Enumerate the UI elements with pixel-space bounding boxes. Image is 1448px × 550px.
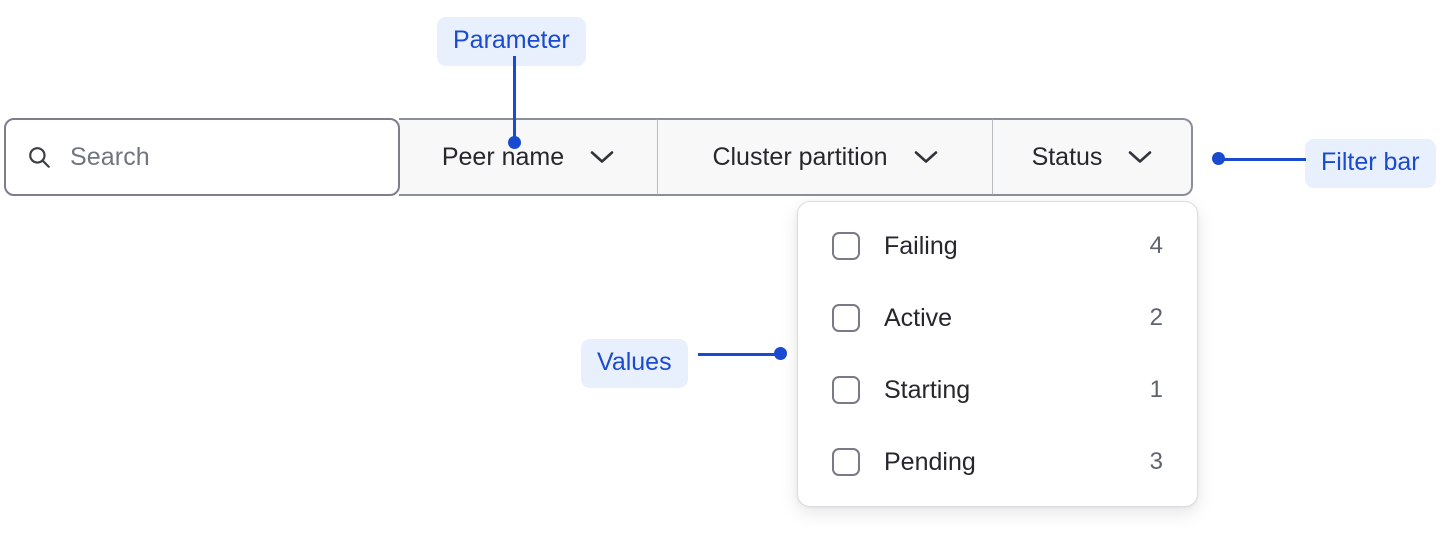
- annotation-label-filter-bar: Filter bar: [1305, 139, 1436, 188]
- filter-segment-label: Peer name: [441, 142, 565, 171]
- option-count: 1: [1149, 376, 1163, 403]
- annotation-leader-filter-bar: [1224, 158, 1306, 161]
- annotation-leader-values: [698, 353, 782, 356]
- option-label: Pending: [884, 447, 976, 476]
- annotation-label-parameter: Parameter: [437, 17, 586, 66]
- option-label: Failing: [884, 231, 958, 260]
- filter-bar: Search Peer name Cluster partition Statu…: [4, 118, 1196, 196]
- checkbox[interactable]: [832, 376, 860, 404]
- filter-segment-label: Cluster partition: [712, 142, 888, 171]
- search-icon: [29, 147, 50, 168]
- annotation-dot-parameter: [508, 136, 521, 149]
- search-input[interactable]: Search: [4, 118, 400, 196]
- filter-segment-status[interactable]: Status: [993, 118, 1193, 196]
- option-label: Active: [884, 303, 953, 332]
- filter-segment-peer-name[interactable]: Peer name: [399, 118, 659, 196]
- filter-segment-label: Status: [1031, 142, 1103, 171]
- annotation-dot-values: [774, 347, 787, 360]
- search-placeholder: Search: [70, 142, 150, 171]
- annotation-dot-filter-bar: [1212, 152, 1225, 165]
- checkbox[interactable]: [832, 304, 860, 332]
- option-count: 2: [1149, 304, 1163, 331]
- annotation-leader-parameter: [513, 56, 516, 142]
- status-dropdown-panel: Failing 4 Active 2 Starting 1 Pending 3: [797, 201, 1198, 507]
- option-label: Starting: [884, 375, 971, 404]
- dropdown-option-active[interactable]: Active 2: [798, 294, 1197, 342]
- chevron-down-icon: [1129, 151, 1152, 163]
- dropdown-option-failing[interactable]: Failing 4: [798, 222, 1197, 270]
- dropdown-option-starting[interactable]: Starting 1: [798, 366, 1197, 414]
- chevron-down-icon: [590, 151, 614, 163]
- chevron-down-icon: [914, 151, 937, 163]
- checkbox[interactable]: [832, 448, 860, 476]
- checkbox[interactable]: [832, 232, 860, 260]
- option-count: 4: [1149, 232, 1163, 259]
- option-count: 3: [1149, 448, 1163, 475]
- dropdown-option-pending[interactable]: Pending 3: [798, 438, 1197, 486]
- annotation-label-values: Values: [581, 339, 688, 388]
- filter-segment-cluster-partition[interactable]: Cluster partition: [658, 118, 994, 196]
